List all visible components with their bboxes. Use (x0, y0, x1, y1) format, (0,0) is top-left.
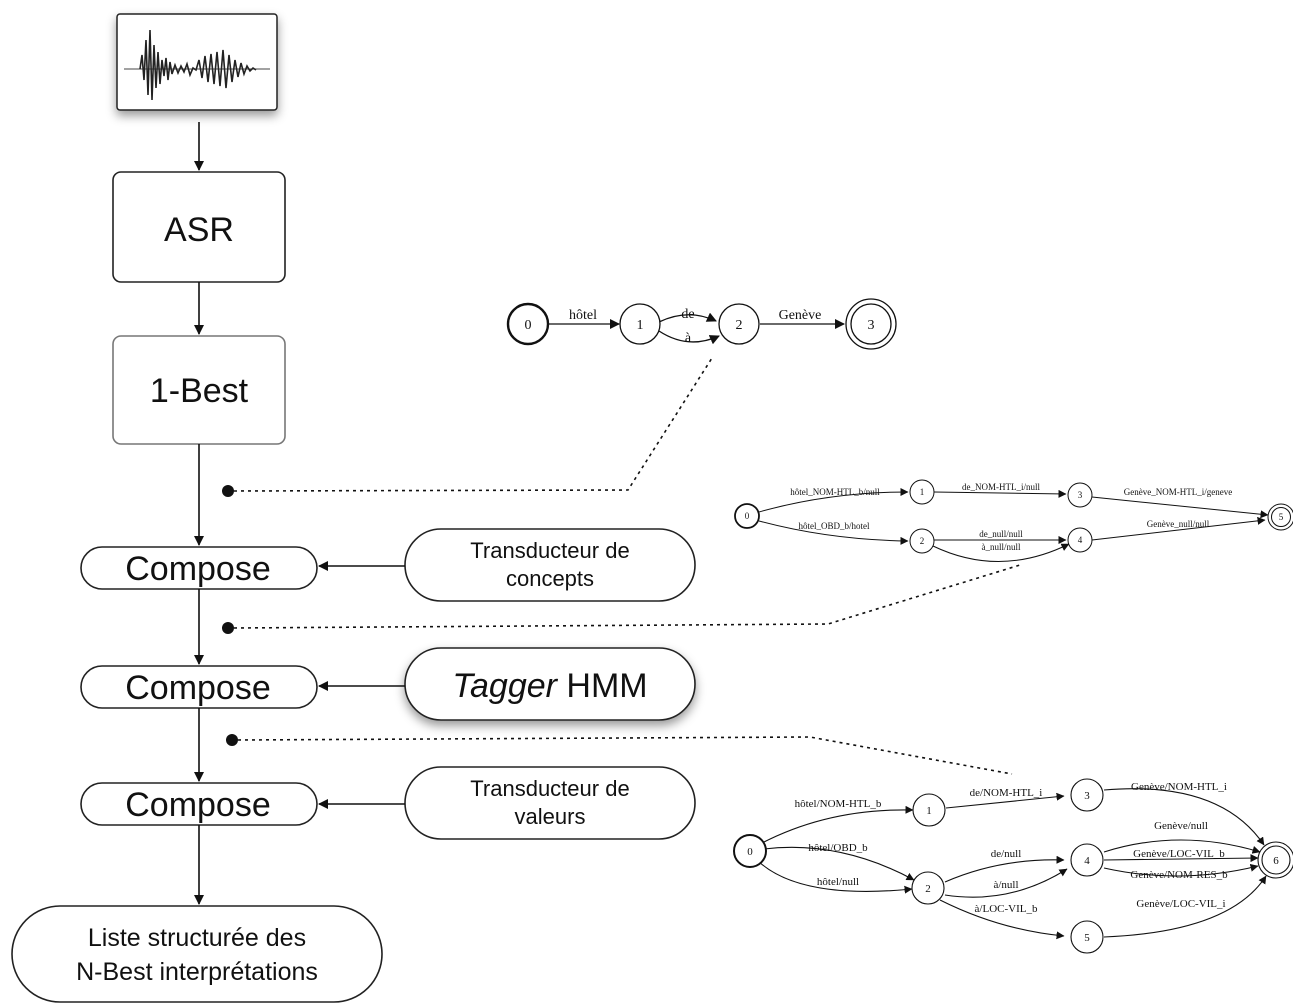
compose-box-1: Compose (80, 546, 318, 590)
fst1-arcs (548, 312, 845, 345)
fst3-state-2-label: 2 (925, 883, 931, 895)
fst2-state-5: 5 (1267, 503, 1293, 531)
compose-box-3: Compose (80, 782, 318, 826)
fst2-state-0-label: 0 (745, 511, 750, 521)
waveform-icon (139, 29, 257, 101)
fst2-state-4-label: 4 (1078, 535, 1083, 545)
waveform-box (116, 13, 278, 111)
output-label-line2: N-Best interprétations (76, 958, 318, 986)
fst1-arc-label: à (685, 331, 692, 346)
onebest-box: 1-Best (112, 335, 286, 445)
fst3-arc-label: Genève/NOM-HTL_i (1131, 781, 1227, 793)
fst2-state-5-label: 5 (1279, 512, 1284, 522)
concepts-label-line2: concepts (506, 566, 594, 591)
fst3-arc-label: à/LOC-VIL_b (975, 903, 1038, 915)
fst1-state-1: 1 (619, 303, 661, 345)
fst1-state-2: 2 (718, 303, 760, 345)
fst2-arc-label: de_null/null (979, 529, 1023, 539)
dotted-pointers (222, 357, 1021, 775)
tagger-hmm-label: HMM (557, 667, 648, 705)
fst2-state-2-label: 2 (920, 536, 925, 546)
fst3-state-4-label: 4 (1084, 855, 1090, 867)
fst2-state-2: 2 (909, 528, 935, 554)
fst1-arc-label: hôtel (569, 308, 597, 323)
compose-label-2: Compose (125, 669, 271, 707)
fst2-state-1-label: 1 (920, 487, 925, 497)
fst1-arc-label: Genève (779, 308, 822, 323)
output-label-line1: Liste structurée des (88, 924, 306, 952)
fst1-state-0-label: 0 (525, 318, 532, 333)
fst2-arc-label: à_null/null (982, 542, 1021, 552)
fst3-state-5-label: 5 (1084, 932, 1090, 944)
values-label-line2: valeurs (515, 804, 586, 829)
fst-values: 0 1 2 3 4 5 6 hôtel/NOM-HTL_b hôtel/OBD_… (733, 778, 1293, 954)
tagger-italic-label: Tagger (452, 667, 558, 705)
fst1-state-0: 0 (506, 302, 550, 346)
fst3-state-5: 5 (1070, 920, 1104, 954)
fst3-arc-label: de/NOM-HTL_i (970, 787, 1043, 799)
fst2-state-4: 4 (1067, 527, 1093, 553)
fst3-state-6: 6 (1257, 841, 1293, 879)
fst3-state-1: 1 (912, 793, 946, 827)
fst3-arc-label: hôtel/null (817, 876, 859, 888)
fst2-arc-label: de_NOM-HTL_i/null (962, 482, 1040, 492)
fst3-arc-label: hôtel/OBD_b (808, 842, 868, 854)
values-transducer-box: Transducteur de valeurs (404, 766, 696, 840)
flow-arrows (194, 122, 405, 905)
fst3-arc-label: hôtel/NOM-HTL_b (795, 798, 882, 810)
fst3-arc-label: Genève/LOC-VIL_i (1136, 898, 1225, 910)
fst1-arc-label: de (681, 307, 694, 322)
fst2-state-1: 1 (909, 479, 935, 505)
fst3-state-3-label: 3 (1084, 790, 1090, 802)
fst3-state-0-label: 0 (747, 846, 753, 858)
fst-1best: 0 1 2 3 hôtel de à Genève (506, 298, 897, 350)
tagger-hmm-box: Tagger HMM (404, 647, 696, 721)
fst3-arc-label: à/null (993, 879, 1018, 891)
onebest-label: 1-Best (150, 372, 249, 410)
fst-concepts: 0 1 2 3 4 5 hôtel_NOM-HTL_b/null hôtel_O… (734, 479, 1293, 562)
fst2-arc-label: Genève_NOM-HTL_i/geneve (1124, 487, 1232, 497)
pointer-line-3 (237, 736, 1013, 775)
fst1-state-3-label: 3 (868, 318, 875, 333)
compose-label-1: Compose (125, 550, 271, 588)
concepts-transducer-box: Transducteur de concepts (404, 528, 696, 602)
fst3-state-2: 2 (911, 871, 945, 905)
fst1-state-1-label: 1 (637, 318, 644, 333)
fst1-state-3: 3 (845, 298, 897, 350)
fst2-arc-label: hôtel_OBD_b/hotel (799, 521, 870, 531)
fst3-state-4: 4 (1070, 843, 1104, 877)
fst3-arc-label: Genève/LOC-VIL_b (1133, 848, 1225, 860)
pointer-line-1 (233, 357, 713, 492)
output-box: Liste structurée des N-Best interprétati… (11, 905, 383, 1003)
fst3-state-6-label: 6 (1273, 855, 1279, 867)
concepts-label-line1: Transducteur de (470, 538, 629, 563)
fst2-state-3-label: 3 (1078, 490, 1083, 500)
pointer-line-2 (233, 564, 1021, 629)
values-label-line1: Transducteur de (470, 776, 629, 801)
pointer-dot-1 (222, 485, 234, 497)
fst3-state-0: 0 (733, 834, 767, 868)
fst1-state-2-label: 2 (736, 318, 743, 333)
fst3-arc-label: Genève/null (1154, 820, 1208, 832)
compose-label-3: Compose (125, 786, 271, 824)
fst3-arc-label: de/null (991, 848, 1022, 860)
fst2-state-3: 3 (1067, 482, 1093, 508)
fst2-state-0: 0 (734, 503, 760, 529)
tagger-label: Tagger HMM (452, 667, 647, 705)
pointer-dot-2 (222, 622, 234, 634)
fst3-arc-label: Genève/NOM-RES_b (1130, 869, 1228, 881)
fst2-arc-label: Genève_null/null (1147, 519, 1210, 529)
asr-box: ASR (112, 171, 286, 283)
fst2-arcs (758, 488, 1269, 562)
fst3-arcs (757, 788, 1267, 940)
fst2-arc-label: hôtel_NOM-HTL_b/null (790, 487, 880, 497)
pointer-dot-3 (226, 734, 238, 746)
fst3-state-1-label: 1 (926, 805, 932, 817)
asr-label: ASR (164, 211, 234, 249)
compose-box-2: Compose (80, 665, 318, 709)
fst3-state-3: 3 (1070, 778, 1104, 812)
